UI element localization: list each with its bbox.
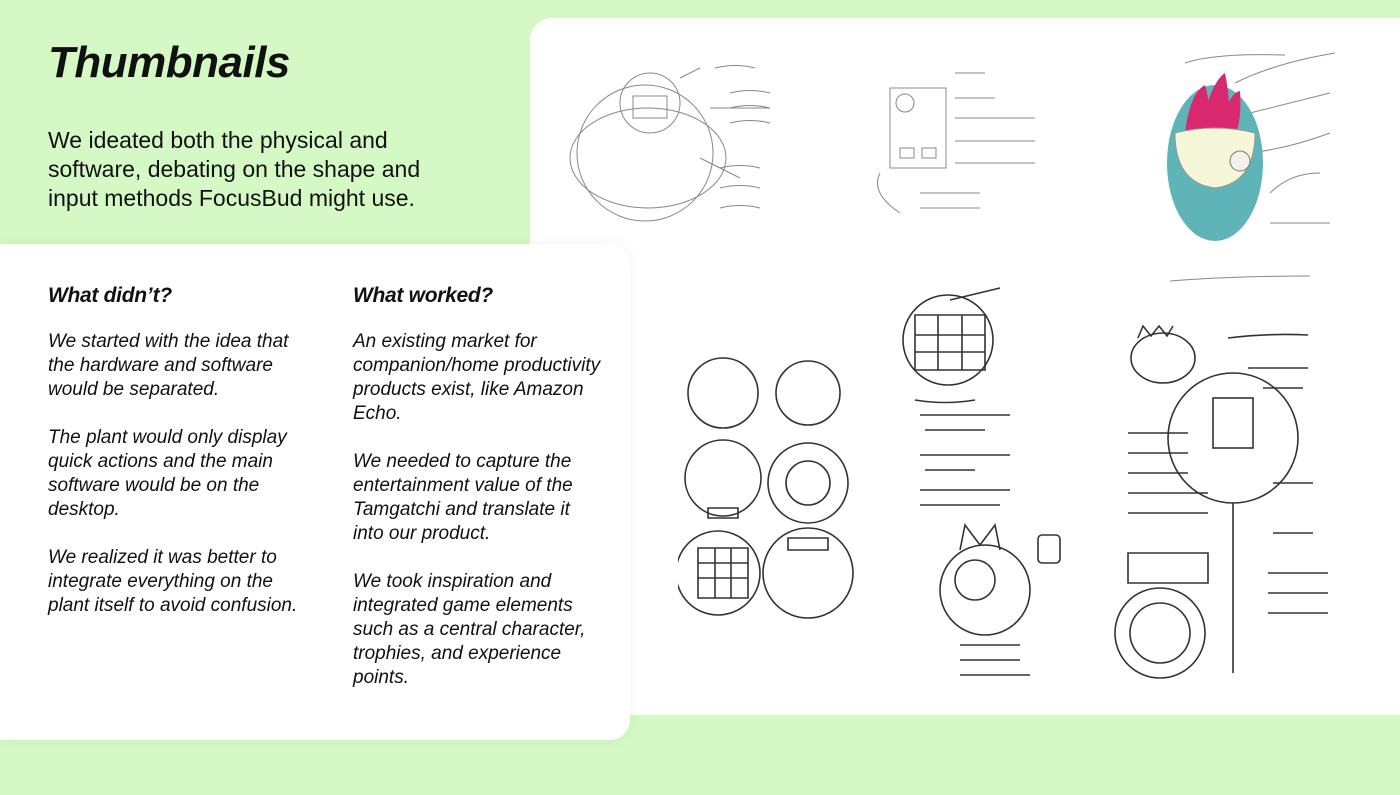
what-worked-paragraph: We needed to capture the entertainment v…	[353, 451, 573, 544]
device-ui-sketch	[1114, 324, 1328, 679]
sketch-gallery	[530, 18, 1400, 715]
what-didnt-paragraph: We realized it was better to integrate e…	[48, 547, 298, 616]
sphere-device-sketch	[569, 65, 771, 222]
what-didnt-paragraph: We started with the idea that the hardwa…	[48, 331, 289, 400]
pomodoro-plant-illustration	[1167, 52, 1336, 282]
standby-screens-sketch	[678, 357, 854, 619]
reflection-card: What didn’t? We started with the idea th…	[0, 244, 630, 740]
what-worked-column: What worked? An existing market for comp…	[353, 284, 603, 714]
trophies-points-sketch	[902, 287, 1061, 676]
what-didnt-column: What didn’t? We started with the idea th…	[48, 284, 318, 642]
what-didnt-paragraph: The plant would only display quick actio…	[48, 427, 287, 520]
intro-text: We ideated both the physical and softwar…	[48, 127, 421, 211]
page-title: Thumbnails	[48, 38, 290, 87]
what-worked-heading: What worked?	[353, 284, 493, 307]
what-worked-paragraph: An existing market for companion/home pr…	[353, 331, 601, 424]
desktop-app-sketch	[877, 72, 1035, 214]
what-worked-paragraph: We took inspiration and integrated game …	[353, 571, 586, 688]
what-didnt-heading: What didn’t?	[48, 284, 172, 307]
